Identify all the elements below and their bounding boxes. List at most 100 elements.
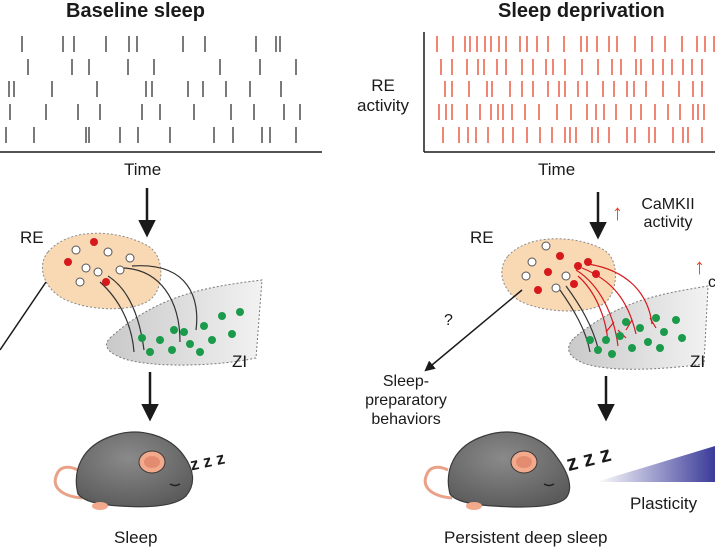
baseline-raster [0, 36, 322, 153]
active-neuron [584, 258, 592, 266]
deprivation-outcome-label: Persistent deep sleep [444, 528, 608, 547]
deprivation-re-nucleus [501, 238, 616, 312]
zi-neuron [156, 336, 164, 344]
baseline-time-label: Time [124, 160, 162, 179]
behavior-line2: preparatory [365, 392, 447, 410]
deprivation-re-label: RE [470, 228, 494, 247]
zi-neuron [594, 346, 602, 354]
deprived-mouse-paw [466, 502, 482, 510]
inactive-neuron [561, 271, 571, 281]
zi-neuron [170, 326, 178, 334]
zi-neuron [636, 324, 644, 332]
zi-neuron [138, 334, 146, 342]
re-activity-line1: RE [371, 76, 395, 95]
baseline-outcome-label: Sleep [114, 528, 158, 547]
zi-neuron [616, 332, 624, 340]
deprived-sleeping-mouse [423, 431, 571, 510]
zi-neuron [208, 336, 216, 344]
inactive-neuron [541, 241, 551, 251]
zi-neuron [628, 344, 636, 352]
deprivation-projections [559, 263, 657, 353]
zi-neuron [652, 314, 660, 322]
inactive-neuron [93, 267, 103, 277]
baseline-zi-label: ZI [232, 352, 248, 371]
zi-neuron [200, 322, 208, 330]
zi-neuron [660, 328, 668, 336]
deprivation-title: Sleep deprivation [498, 0, 665, 22]
active-neuron [102, 278, 110, 286]
baseline-mouse-ear-inner [144, 456, 160, 468]
re-activity-line2: activity [357, 95, 409, 115]
baseline-offscreen-arrow-line [0, 281, 47, 351]
active-neuron [570, 280, 578, 288]
zi-neuron [228, 330, 236, 338]
baseline-mouse-body [75, 431, 194, 508]
inactive-neuron [115, 265, 125, 275]
zi-neuron [180, 328, 188, 336]
active-neuron [574, 262, 582, 270]
zi-neuron [678, 334, 686, 342]
camkii-line2: activity [643, 214, 693, 232]
re-activity-label: RE activity [346, 76, 420, 115]
camkii-up-arrow: ↑ [612, 200, 623, 225]
camkii-line1: CaMKII [641, 196, 695, 213]
active-neuron [90, 238, 98, 246]
zi-neuron [622, 318, 630, 326]
inactive-neuron [103, 247, 113, 257]
zi-neuron [602, 336, 610, 344]
active-neuron [544, 268, 552, 276]
baseline-mouse-tail [53, 465, 83, 500]
zi-neuron [672, 316, 680, 324]
active-neuron [556, 252, 564, 260]
inactive-neuron [81, 263, 91, 273]
zi-neuron [168, 346, 176, 354]
zi-neuron [146, 348, 154, 356]
partial-up-arrow: ↑ [694, 254, 705, 279]
behavior-arrow [424, 289, 523, 372]
baseline-circuit [0, 232, 263, 366]
deprived-mouse-tail [423, 465, 453, 500]
inactive-neuron [75, 277, 85, 287]
baseline-spike-group [5, 36, 301, 143]
baseline-zi-region [106, 279, 263, 366]
deprivation-time-label: Time [538, 160, 576, 179]
partial-label: c [708, 274, 715, 291]
zi-neuron [218, 312, 226, 320]
active-neuron [64, 258, 72, 266]
deprivation-zi-label: ZI [690, 352, 706, 371]
active-neuron [534, 286, 542, 294]
deprivation-neuron-group [521, 241, 686, 358]
inactive-neuron [551, 283, 561, 293]
plasticity-gradient-wedge [596, 446, 715, 482]
behavior-line1: Sleep- [382, 373, 430, 390]
camkii-label: CaMKII activity [628, 196, 708, 233]
inactive-neuron [71, 245, 81, 255]
baseline-neuron-group [64, 238, 244, 356]
zi-neuron [236, 308, 244, 316]
baseline-mouse-paw [92, 502, 108, 510]
active-neuron [592, 270, 600, 278]
unknown-mark: ? [444, 312, 453, 329]
inactive-neuron [125, 253, 135, 263]
baseline-mouse-eye [169, 483, 181, 487]
deprived-mouse-ear-inner [516, 456, 532, 468]
deprivation-circuit [424, 238, 709, 372]
deprivation-raster [423, 32, 715, 153]
zi-neuron [196, 348, 204, 356]
baseline-re-label: RE [20, 228, 44, 247]
behavior-line3: behaviors [371, 411, 441, 429]
zi-neuron [608, 350, 616, 358]
deprived-mouse-body [447, 431, 571, 508]
zi-neuron [586, 336, 594, 344]
deprived-mouse-eye [543, 483, 555, 487]
zi-neuron [656, 344, 664, 352]
baseline-title: Baseline sleep [66, 0, 205, 22]
deprived-spike-group [436, 36, 715, 143]
zi-neuron [186, 340, 194, 348]
inactive-neuron [521, 271, 531, 281]
zi-neuron [644, 338, 652, 346]
inactive-neuron [527, 257, 537, 267]
plasticity-label: Plasticity [630, 494, 698, 513]
